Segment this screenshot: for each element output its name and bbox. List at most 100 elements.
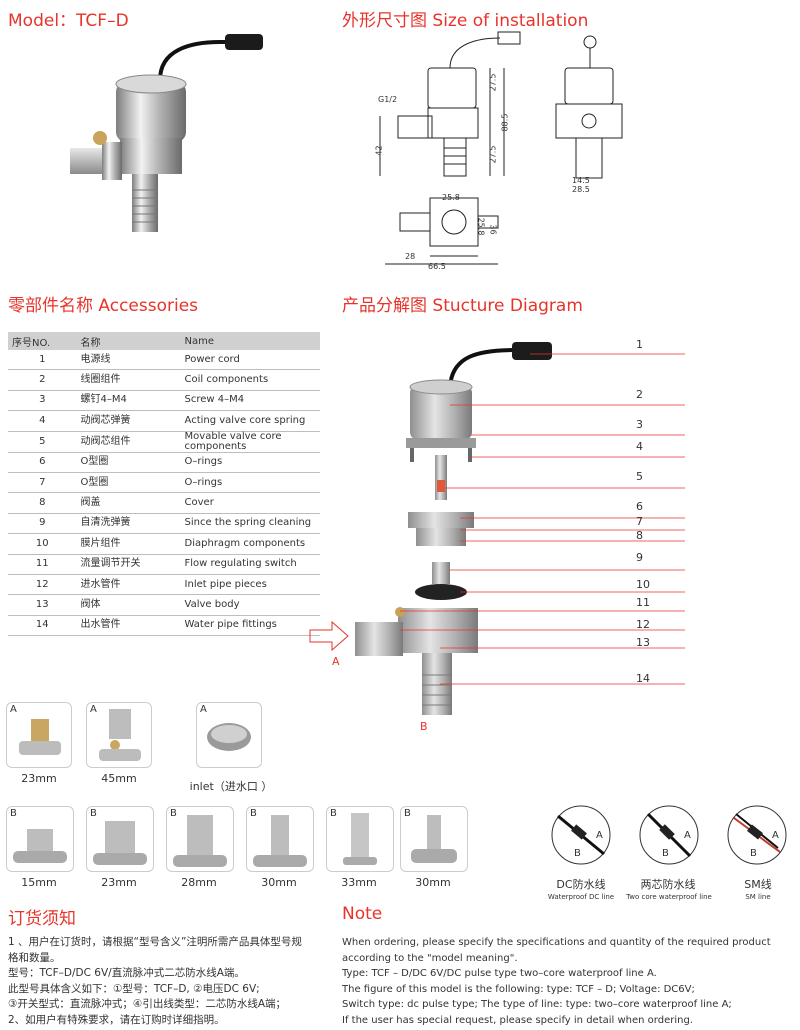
wire-b-label: B bbox=[574, 848, 581, 859]
part-number: 11 bbox=[636, 596, 650, 609]
inlet-label: A bbox=[332, 655, 340, 668]
row-zh: 螺钉4–M4 bbox=[76, 390, 181, 412]
row-zh: O型圈 bbox=[76, 472, 181, 494]
product-photo bbox=[70, 34, 263, 232]
part-number: 7 bbox=[636, 515, 643, 528]
wire-a-label: A bbox=[596, 830, 603, 841]
row-no: 8 bbox=[8, 492, 77, 514]
row-zh: 出水管件 bbox=[76, 615, 181, 637]
dim-88-5: 88.5 bbox=[500, 113, 510, 132]
row-no: 9 bbox=[8, 513, 77, 535]
wire-two-core-icon bbox=[639, 805, 699, 865]
ordering-line: 1 、用户在订货时，请根据“型号含义”注明所需产品具体型号规 bbox=[8, 936, 302, 948]
row-zh: 电源线 bbox=[76, 350, 181, 371]
outlet-option[interactable]: B bbox=[86, 806, 154, 872]
option-tag: A bbox=[10, 704, 17, 715]
part-number: 5 bbox=[636, 470, 643, 483]
row-en: Power cord bbox=[180, 350, 320, 371]
outlet-label: B bbox=[420, 720, 428, 733]
inlet-caption: inlet（进水口 ） bbox=[189, 780, 273, 793]
row-no: 7 bbox=[8, 472, 77, 494]
ordering-line: 2、如用户有特殊要求，请在订购时详细指明。 bbox=[8, 1013, 225, 1026]
part-number: 10 bbox=[636, 578, 650, 591]
row-en: Since the spring cleaning bbox=[180, 513, 320, 535]
dimension-drawing bbox=[379, 31, 623, 265]
part-number: 8 bbox=[636, 529, 643, 542]
note-line: Switch type: dc pulse type; The type of … bbox=[342, 999, 732, 1010]
model-heading: Model：TCF–D bbox=[8, 11, 129, 31]
inlet-option-filter[interactable]: A bbox=[196, 702, 262, 768]
dim-25-8-side: 25.8 bbox=[476, 217, 486, 236]
dim-27-5-top: 27.5 bbox=[488, 73, 498, 92]
note-line: If the user has special request, please … bbox=[342, 1014, 693, 1026]
inlet-caption: 23mm bbox=[21, 772, 57, 785]
installation-heading: 外形尺寸图 Size of installation bbox=[342, 11, 589, 31]
col-zh: 名称 bbox=[76, 332, 181, 350]
outlet-caption: 23mm bbox=[101, 876, 137, 889]
structure-heading: 产品分解图 Stucture Diagram bbox=[342, 296, 583, 316]
dim-66-5: 66.5 bbox=[428, 262, 446, 271]
outlet-option[interactable]: B bbox=[246, 806, 314, 872]
row-en: Acting valve core spring bbox=[180, 410, 320, 432]
outlet-caption: 15mm bbox=[21, 876, 57, 889]
dim-25-8-top: 25.8 bbox=[442, 193, 460, 202]
option-tag: A bbox=[90, 704, 97, 715]
row-no: 10 bbox=[8, 533, 77, 555]
outlet-option[interactable]: B bbox=[6, 806, 74, 872]
wire-title: DC防水线 bbox=[556, 878, 606, 891]
ordering-line: 型号：TCF–D/DC 6V/直流脉冲式二芯防水线A端。 bbox=[8, 967, 245, 979]
row-no: 12 bbox=[8, 574, 77, 596]
row-en: Valve body bbox=[180, 594, 320, 616]
part-number: 6 bbox=[636, 500, 643, 513]
wire-sub: Waterproof DC line bbox=[547, 893, 615, 901]
part-number: 13 bbox=[636, 636, 650, 649]
wire-a-label: A bbox=[684, 830, 691, 841]
inlet-caption: 45mm bbox=[101, 772, 137, 785]
part-number: 12 bbox=[636, 618, 650, 631]
inlet-option-45[interactable]: A bbox=[86, 702, 152, 768]
row-zh: 流量调节开关 bbox=[76, 554, 181, 575]
row-en: O–rings bbox=[180, 472, 320, 494]
outlet-option[interactable]: B bbox=[166, 806, 234, 872]
option-tag: A bbox=[200, 704, 207, 715]
option-tag: B bbox=[10, 808, 17, 819]
row-no: 1 bbox=[8, 350, 77, 371]
outlet-option[interactable]: B bbox=[326, 806, 394, 872]
inlet-option-23[interactable]: A bbox=[6, 702, 72, 768]
outlet-option[interactable]: B bbox=[400, 806, 468, 872]
wire-sub: SM line bbox=[745, 893, 771, 901]
note-text: When ordering, please specify the specif… bbox=[342, 935, 794, 1028]
row-zh: 线圈组件 bbox=[76, 369, 181, 391]
option-tag: B bbox=[170, 808, 177, 819]
col-no: 序号NO. bbox=[8, 332, 77, 350]
row-zh: 膜片组件 bbox=[76, 533, 181, 555]
row-en: Screw 4–M4 bbox=[180, 390, 320, 412]
row-en: Coil components bbox=[180, 369, 320, 391]
row-zh: O型圈 bbox=[76, 452, 181, 473]
ordering-line: ③开关型式：直流脉冲式；④引出线类型：二芯防水线A端； bbox=[8, 998, 287, 1010]
part-number: 14 bbox=[636, 672, 650, 685]
row-zh: 阀盖 bbox=[76, 492, 181, 514]
option-tag: B bbox=[404, 808, 411, 819]
row-en: O–rings bbox=[180, 452, 320, 473]
part-number: 9 bbox=[636, 551, 643, 564]
note-line: Type: TCF – D/DC 6V/DC pulse type two–co… bbox=[342, 968, 657, 979]
wire-sub: Two core waterproof line bbox=[626, 893, 712, 901]
option-tag: B bbox=[90, 808, 97, 819]
option-tag: B bbox=[250, 808, 257, 819]
row-no: 11 bbox=[8, 554, 77, 575]
wire-a-label: A bbox=[772, 830, 779, 841]
col-en: Name bbox=[180, 332, 320, 350]
row-no: 2 bbox=[8, 369, 77, 391]
